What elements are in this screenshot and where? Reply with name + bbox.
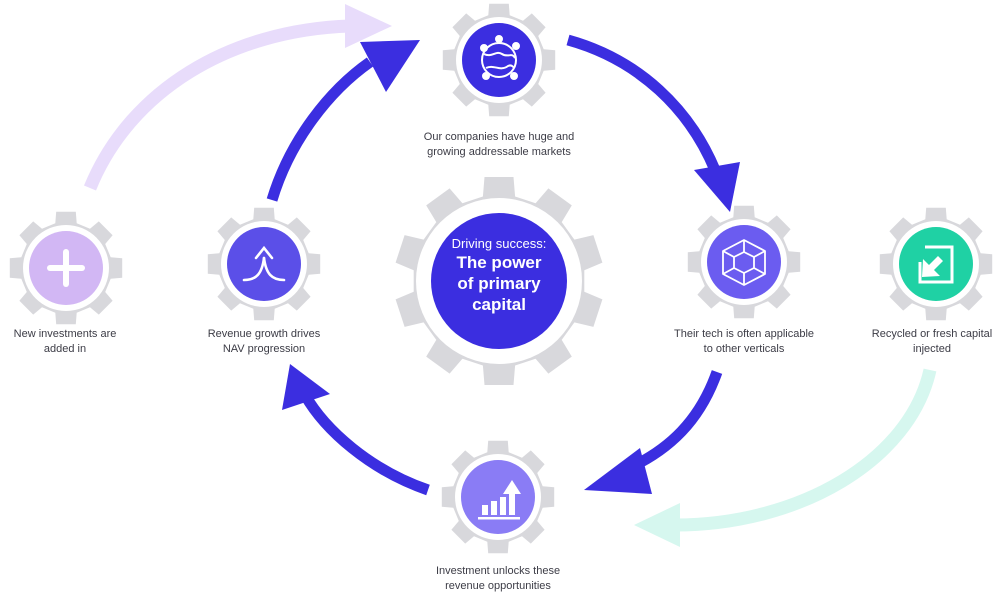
- label-recycled-line-1: Recycled or fresh capital: [871, 328, 993, 340]
- plus-icon: [47, 249, 85, 287]
- cube-icon: [722, 239, 766, 286]
- arrowhead-markets-to-tech: [694, 162, 740, 212]
- label-recycled: Recycled or fresh capital injected: [864, 327, 1000, 357]
- arrowhead-lilac: [345, 4, 392, 48]
- node-markets: [462, 23, 536, 97]
- label-revenue-line-1: Revenue growth drives: [207, 328, 321, 340]
- node-new: [29, 231, 103, 305]
- label-tech-line-2: to other verticals: [703, 343, 785, 355]
- node-tech: [707, 225, 781, 299]
- arrowhead-revenue-to-markets: [360, 40, 420, 92]
- arrow-revenue-to-markets: [266, 57, 374, 202]
- center-line-3: of primary: [457, 274, 541, 293]
- label-revenue: Revenue growth drives NAV progression: [184, 327, 344, 357]
- label-new: New investments are added in: [0, 327, 130, 357]
- label-revenue-line-2: NAV progression: [222, 343, 306, 355]
- label-recycled-line-2: injected: [913, 343, 951, 355]
- bar-chart-arrow-icon: [478, 480, 521, 520]
- node-recycled: [899, 227, 973, 301]
- arrowhead-tech-to-invest: [584, 448, 652, 494]
- arrow-new-to-markets: [83, 19, 351, 191]
- globe-network-icon: [480, 35, 520, 80]
- label-markets-line-1: Our companies have huge and: [423, 131, 575, 143]
- center-title: Driving success: The power of primary ca…: [424, 236, 574, 315]
- node-invest: [461, 460, 535, 534]
- label-markets: Our companies have huge and growing addr…: [399, 130, 599, 160]
- label-new-line-1: New investments are: [13, 328, 117, 340]
- tech-circle: [707, 225, 781, 299]
- arrowhead-mint: [634, 503, 680, 547]
- arrow-markets-to-tech: [566, 34, 721, 173]
- arrowhead-invest-to-revenue: [282, 364, 330, 410]
- markets-circle: [462, 23, 536, 97]
- node-revenue: [227, 227, 301, 301]
- label-tech: Their tech is often applicable to other …: [659, 327, 829, 357]
- center-line-4: capital: [472, 295, 526, 314]
- invest-circle: [461, 460, 535, 534]
- label-new-line-2: added in: [43, 343, 87, 355]
- merge-arrow-icon: [242, 245, 286, 282]
- center-circle: [431, 213, 567, 349]
- arrow-invest-to-revenue: [300, 392, 430, 496]
- label-invest-line-1: Investment unlocks these: [435, 565, 561, 577]
- node-center: [431, 213, 567, 349]
- label-tech-line-1: Their tech is often applicable: [673, 328, 815, 340]
- label-invest-line-2: revenue opportunities: [445, 580, 551, 592]
- center-line-1: Driving success:: [451, 236, 547, 251]
- arrow-recycled-to-invest: [674, 368, 937, 532]
- center-line-2: The power: [456, 253, 542, 272]
- label-invest: Investment unlocks these revenue opportu…: [418, 564, 578, 594]
- arrow-in-box-icon: [918, 245, 954, 284]
- label-markets-line-2: growing addressable markets: [427, 146, 571, 158]
